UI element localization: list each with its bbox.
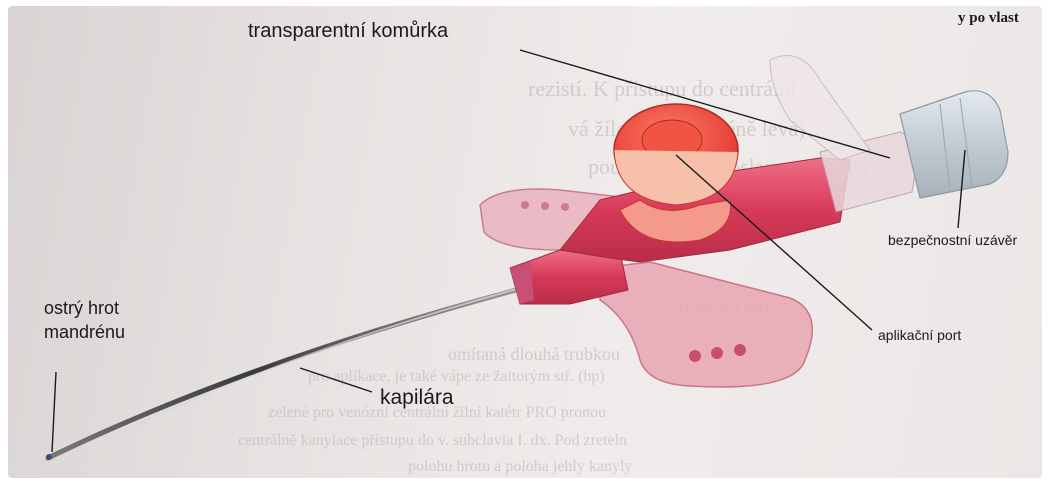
wing-hole — [541, 202, 549, 210]
chamber-fin — [770, 56, 870, 161]
label-application-port: aplikační port — [878, 327, 961, 343]
front-hub-tip — [510, 262, 534, 304]
lower-wing — [600, 262, 812, 387]
wing-hole — [521, 201, 529, 209]
needle-tip — [46, 454, 52, 460]
wing-hole — [689, 350, 701, 362]
wing-hole — [561, 203, 569, 211]
label-sharp-tip-line1: ostrý hrot — [44, 298, 119, 319]
leader-capillary — [300, 368, 372, 392]
label-capillary: kapilára — [380, 386, 454, 410]
label-corner-text: y po vlast — [958, 10, 1019, 27]
label-safety-cap: bezpečnostní uzávěr — [888, 232, 1017, 248]
catheter-sheath — [120, 284, 535, 432]
wing-hole — [711, 347, 723, 359]
leader-sharp-tip — [52, 372, 56, 452]
label-transparent-chamber: transparentní komůrka — [248, 20, 448, 43]
safety-cap — [900, 91, 1008, 198]
label-sharp-tip-line2: mandrénu — [44, 322, 125, 343]
wing-hole — [734, 344, 746, 356]
